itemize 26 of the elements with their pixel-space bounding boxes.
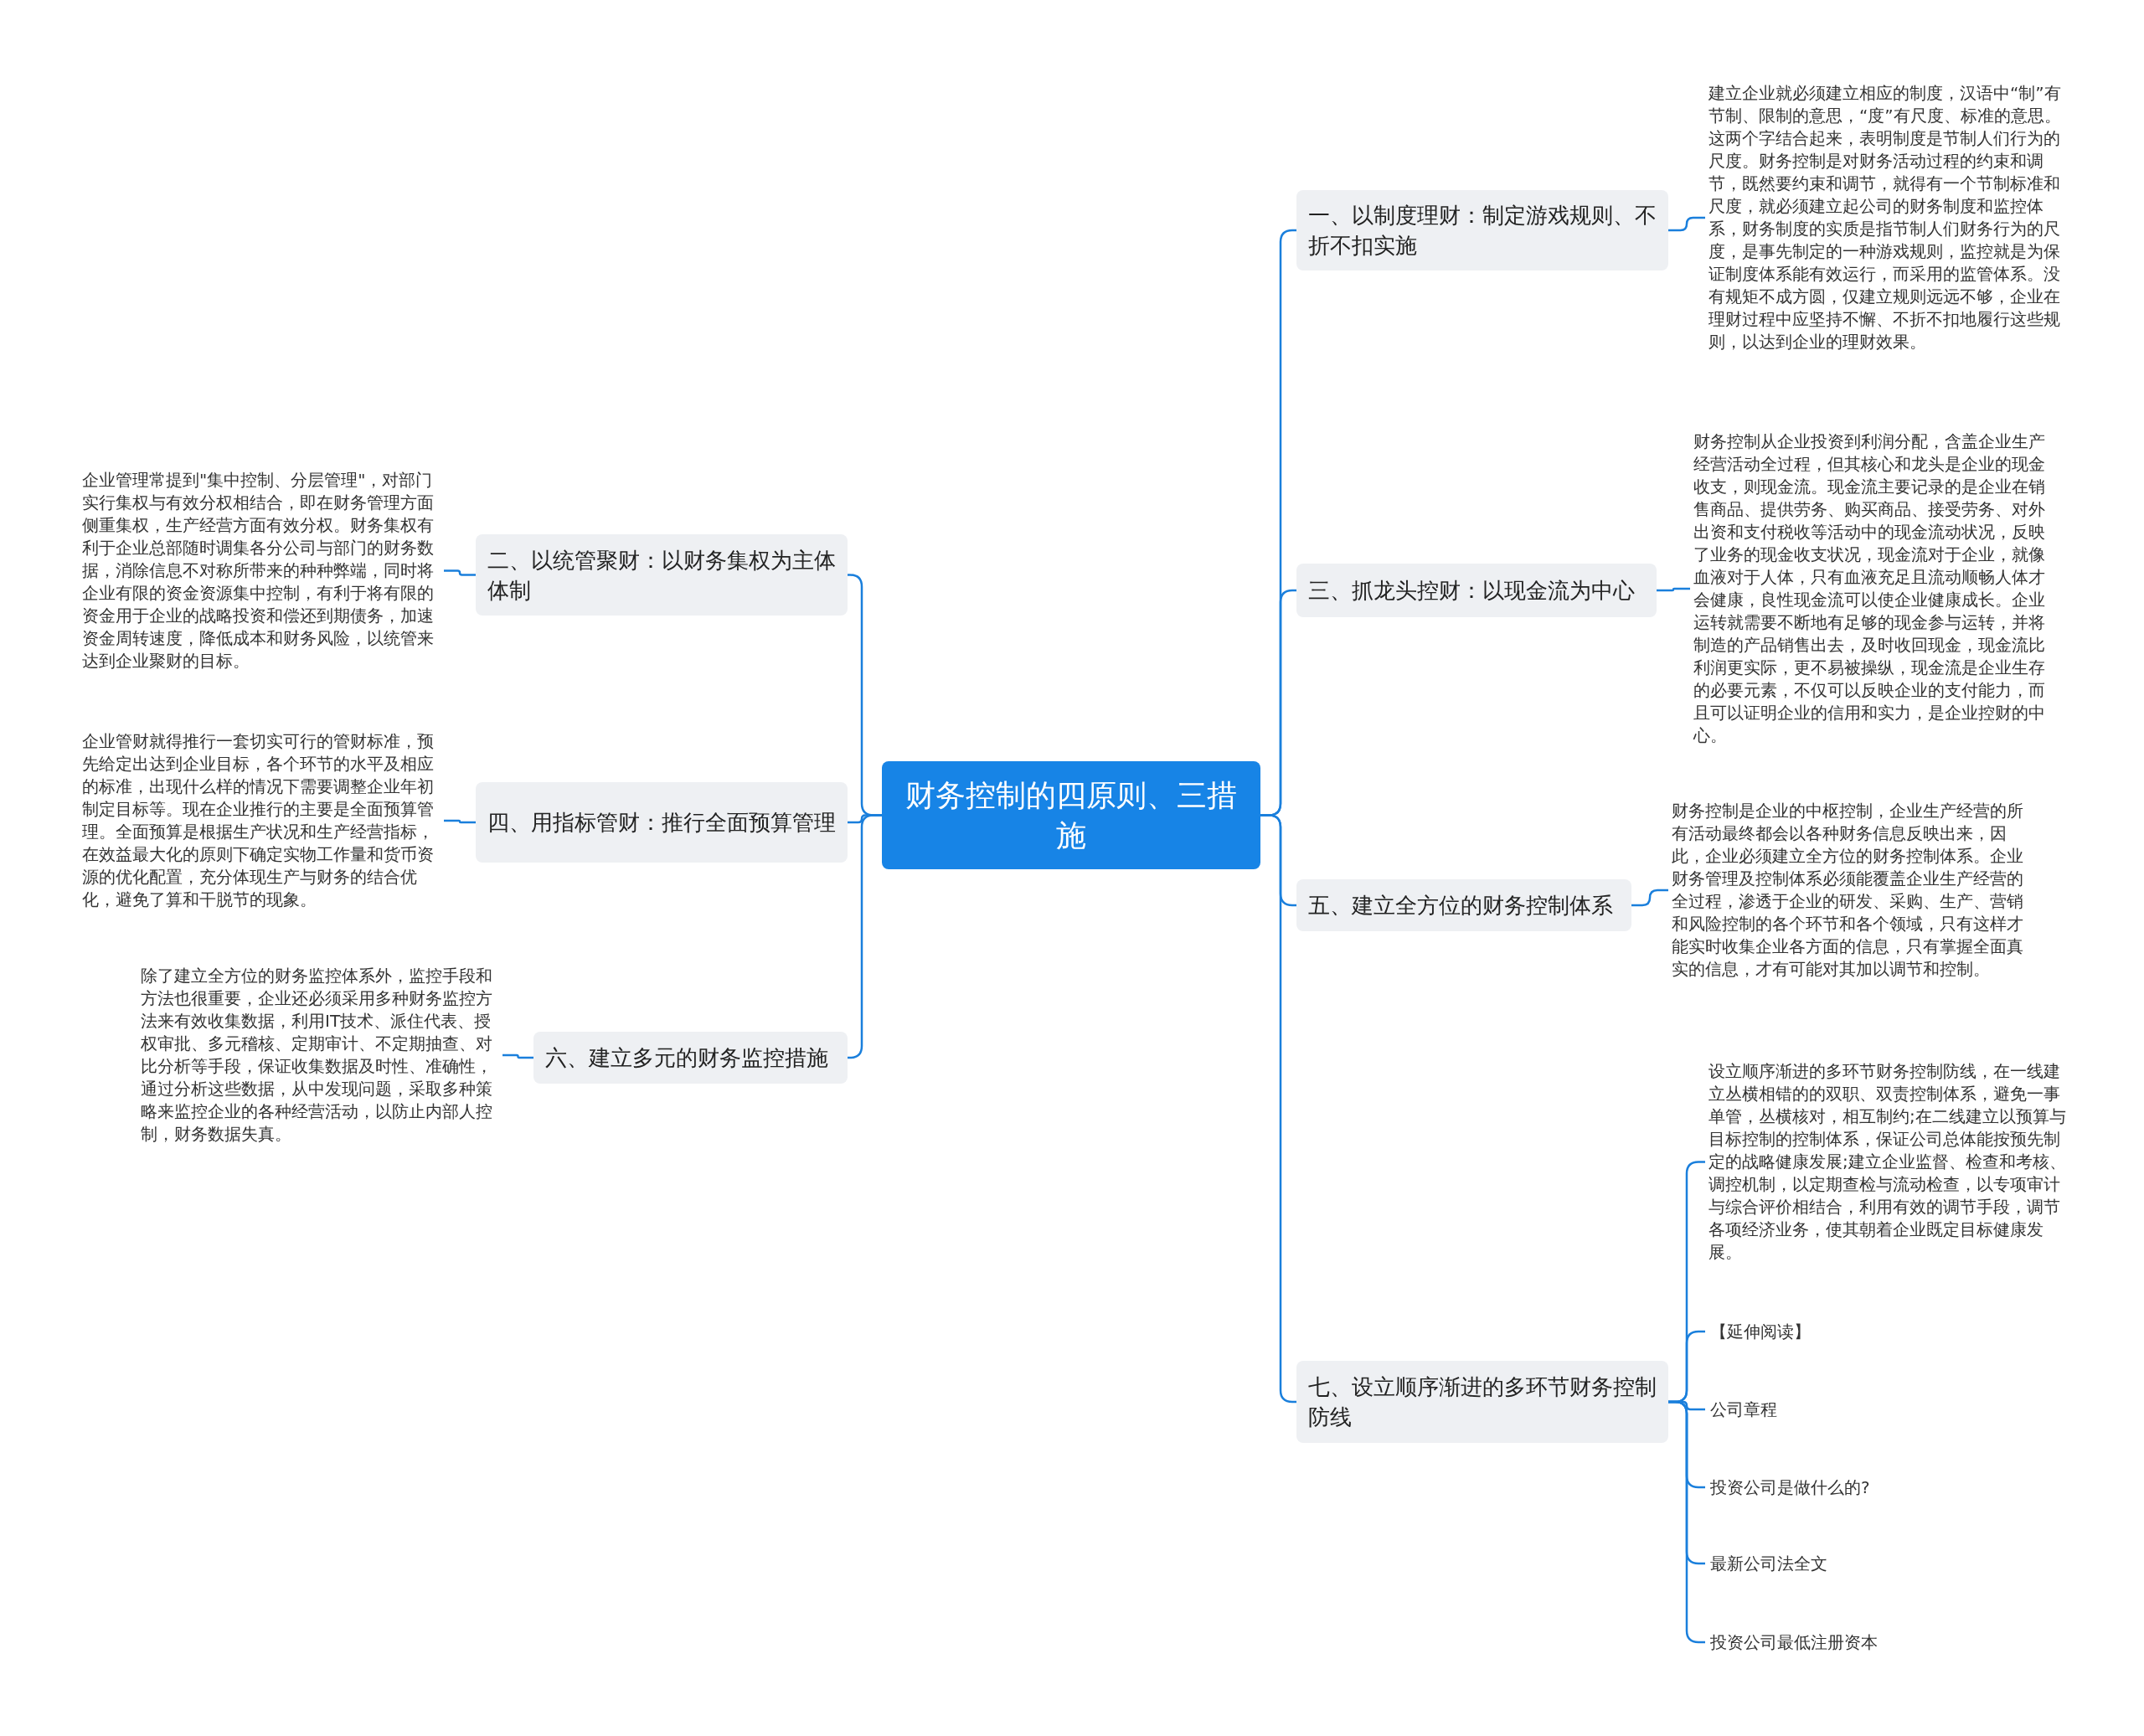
branch-topic-box: 四、用指标管财：推行全面预算管理: [476, 782, 848, 863]
subtopic-text: 最新公司法全文: [1705, 1550, 1832, 1577]
note-text: 财务控制从企业投资到利润分配，含盖企业生产经营活动全过程，但其核心和龙头是企业的现金收支，则现金流。现金流主要记录的是企业在销售商品、提供劳务、购买商品、接受劳务、对外出资和支付税收等活动中的现金流动状况，反映了业务的现金收支状况，现金流对于企业，就像血液对于人体，只有血液充足且流动顺畅人体才会健康，良性现金流可以使企业健康成长。企业运转就需要不断地有足够的现金参与运转，并将制造的产品销售出去，及时收回现金，现金流比利润更实际，更不易被操纵，现金流是企业生存的必要元素，不仅可以反映企业的支付能力，而且可以证明企业的信用和实力，是企业控财的中心。: [1690, 430, 2055, 747]
connector-line: [444, 819, 476, 824]
branch-topic-box: 六、建立多元的财务监控措施: [533, 1032, 848, 1084]
subtopic-text: 投资公司最低注册资本: [1705, 1629, 1883, 1656]
subtopic-text: 投资公司是做什么的?: [1705, 1474, 1875, 1501]
note-text: 除了建立全方位的财务监控体系外，监控手段和方法也很重要，企业还必须采用多种财务监控方法来有效收集数据，利用IT技术、派住代表、授权审批、多元稽核、定期审计、不定期抽查、对比分析等手段，保证收集数据及时性、准确性，通过分析这些数据，从中发现问题，采取多种策略来监控企业的各种经营活动，以防止内部人控制，财务数据失真。: [137, 965, 502, 1146]
note-text: 设立顺序渐进的多环节财务控制防线，在一线建立丛横相错的的双职、双责控制体系，避免一事单管，丛横核对，相互制约;在二线建立以预算与目标控制的控制体系，保证公司总体能按预先制定的战略健康发展;建立企业监督、检查和考核、调控机制，以定期查检与流动检查，以专项审计与综合评价相结合，利用有效的调节手段，调节各项经济业务，使其朝着企业既定目标健康发展。: [1705, 1060, 2070, 1264]
connector-line: [1631, 889, 1668, 907]
subtopic-text: 【延伸阅读】: [1705, 1318, 1816, 1345]
branch-topic-box: 七、设立顺序渐进的多环节财务控制防线: [1296, 1361, 1668, 1443]
note-text: 企业管财就得推行一套切实可行的管财标准，预先给定出达到企业目标，各个环节的水平及相应的标准，出现什么样的情况下需要调整企业年初制定目标等。现在企业推行的主要是全面预算管理。全面预算是根据生产状况和生产经营指标，在效益最大化的原则下确定实物工作量和货币资源的优化配置，充分体现生产与财务的结合优化，避免了算和干脱节的现象。: [79, 730, 444, 911]
branch-topic-box: 三、抓龙头控财：以现金流为中心: [1296, 564, 1657, 617]
note-text: 企业管理常提到"集中控制、分层管理"，对部门实行集权与有效分权相结合，即在财务管理方面侧重集权，生产经营方面有效分权。财务集权有利于企业总部随时调集各分公司与部门的财务数据，消除信息不对称所带来的种种弊端，同时将企业有限的资金资源集中控制，有利于将有限的资金用于企业的战略投资和偿还到期债务，加速资金周转速度，降低成本和财务风险，以统管来达到企业聚财的目标。: [79, 469, 444, 672]
connector-line: [1668, 216, 1705, 232]
branch-topic-box: 五、建立全方位的财务控制体系: [1296, 879, 1631, 931]
branch-topic-box: 二、以统管聚财：以财务集权为主体体制: [476, 534, 848, 616]
connector-line: [444, 569, 476, 576]
central-topic-box: 财务控制的四原则、三措施: [882, 761, 1260, 869]
subtopic-text: 公司章程: [1705, 1396, 1782, 1423]
branch-topic-box: 一、以制度理财：制定游戏规则、不折不扣实施: [1296, 190, 1668, 270]
connector-line: [502, 1053, 533, 1059]
note-text: 财务控制是企业的中枢控制，企业生产经营的所有活动最终都会以各种财务信息反映出来，因此，企业必须建立全方位的财务控制体系。企业财务管理及控制体系必须能覆盖企业生产经营的全过程，渗透于企业的研发、采购、生产、营销和风险控制的各个环节和各个领域，只有这样才能实时收集企业各方面的信息，只有掌握全面真实的信息，才有可能对其加以调节和控制。: [1668, 800, 2033, 981]
note-text: 建立企业就必须建立相应的制度，汉语中“制”有节制、限制的意思，“度”有尺度、标准的意思。这两个字结合起来，表明制度是节制人们行为的尺度。财务控制是对财务活动过程的约束和调节，既然要约束和调节，就得有一个节制标准和尺度，就必须建立起公司的财务制度和监控体系，财务制度的实质是指节制人们财务行为的尺度，是事先制定的一种游戏规则，监控就是为保证制度体系能有效运行，而采用的监管体系。没有规矩不成方圆，仅建立规则远远不够，企业在理财过程中应坚持不懈、不折不扣地履行这些规则，以达到企业的理财效果。: [1705, 82, 2070, 353]
connector-line: [1657, 587, 1690, 592]
